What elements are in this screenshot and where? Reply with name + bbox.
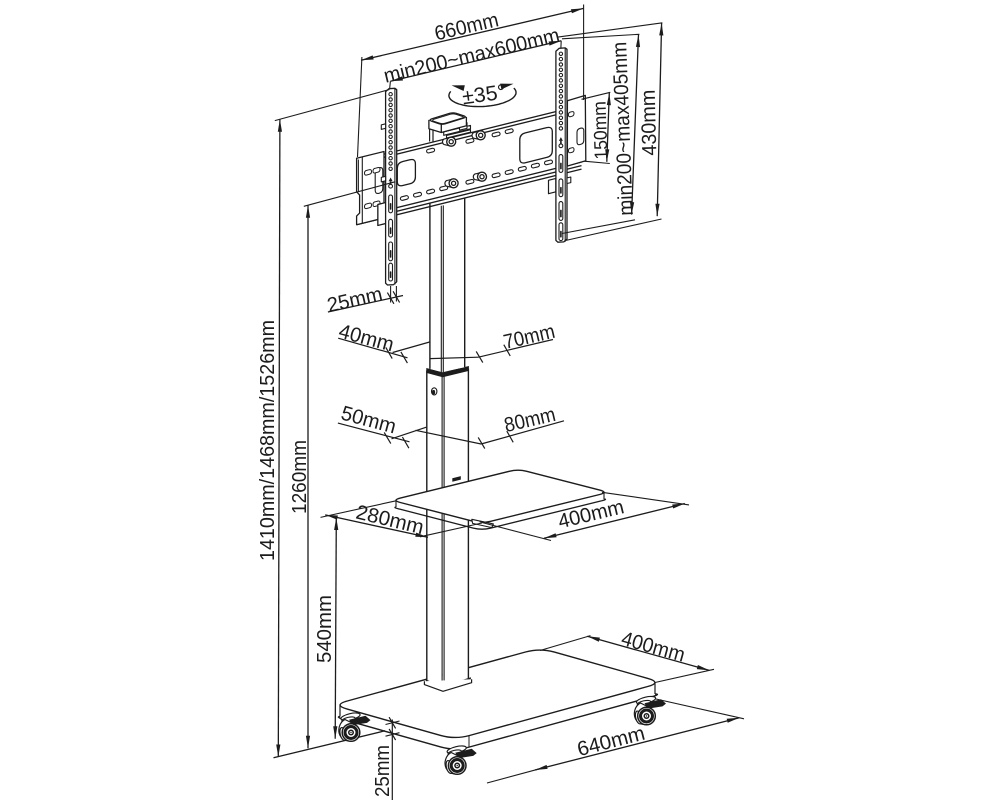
svg-text:1410mm/1468mm/1526mm: 1410mm/1468mm/1526mm <box>256 320 279 561</box>
svg-text:430mm: 430mm <box>637 89 662 156</box>
svg-text:1260mm: 1260mm <box>288 440 311 514</box>
svg-text:150mm: 150mm <box>588 101 611 160</box>
svg-text:25mm: 25mm <box>371 745 394 797</box>
svg-text:540mm: 540mm <box>313 595 336 663</box>
